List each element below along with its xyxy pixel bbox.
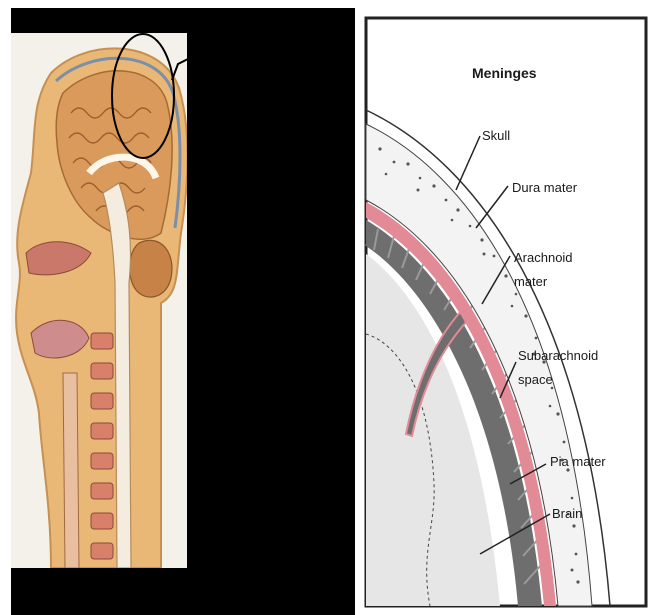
label-arachnoid-line2: mater: [514, 274, 548, 289]
label-brain: Brain: [552, 506, 582, 521]
label-subarachnoid-line1: Subarachnoid: [518, 348, 598, 363]
callout-circle: [112, 34, 174, 158]
cerebellum: [130, 240, 172, 297]
label-subarachnoid-line2: space: [518, 372, 553, 387]
callout-pointer-line: [172, 58, 190, 80]
label-dura-mater: Dura mater: [512, 180, 578, 195]
label-arachnoid-line1: Arachnoid: [514, 250, 573, 265]
trachea: [63, 373, 79, 568]
diagram-title: Meninges: [472, 65, 537, 81]
label-skull: Skull: [482, 128, 510, 143]
label-pia-mater: Pia mater: [550, 454, 606, 469]
meninges-diagram: Meninges Skull Dura mater Arachnoid mate…: [360, 14, 653, 612]
